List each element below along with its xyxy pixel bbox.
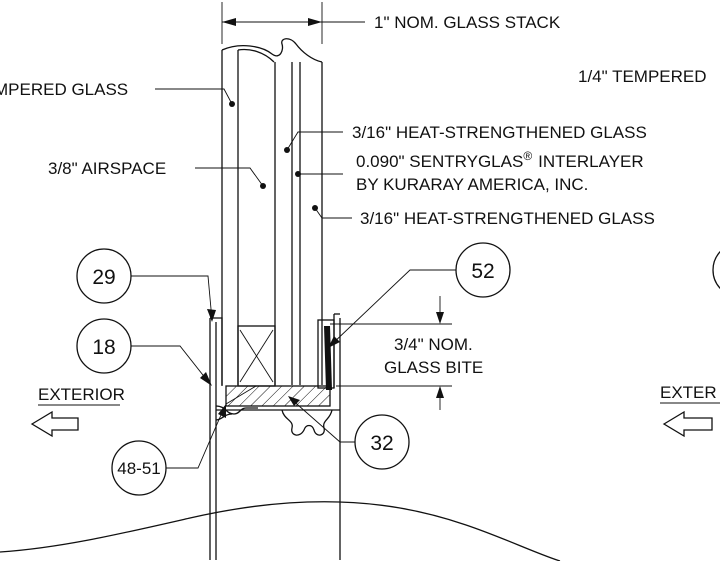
interlayer-label-line3: BY KURARAY AMERICA, INC. <box>356 175 588 194</box>
interlayer-line1: 0.090" SENTRYGLAS <box>356 152 523 171</box>
glass-stack-label: 1" NOM. GLASS STACK <box>374 13 561 32</box>
tempered-glass-right-label: 1/4" TEMPERED <box>578 67 707 86</box>
callout-29: 29 <box>76 248 216 322</box>
heat-strengthened-label-2: 3/16" HEAT-STRENGTHENED GLASS <box>360 209 655 228</box>
glass-bite-label-2: GLASS BITE <box>384 358 483 377</box>
glass-bite-dimension: 3/4" NOM. GLASS BITE <box>330 296 483 410</box>
leader-lines <box>155 88 352 219</box>
exterior-label: EXTERIOR <box>38 385 125 404</box>
glass-lites <box>221 38 323 385</box>
tempered-glass-label: MPERED GLASS <box>0 80 128 99</box>
frame-extrusion <box>209 313 341 560</box>
airspace-label: 3/8" AIRSPACE <box>48 159 166 178</box>
callout-48-51: 48-51 <box>111 385 257 496</box>
callout-29-number: 29 <box>92 266 115 289</box>
interlayer-line2: INTERLAYER <box>538 152 644 171</box>
exterior-indicator-right: EXTER <box>660 383 720 438</box>
callout-52: 52 <box>328 242 511 348</box>
interlayer-label: 0.090" SENTRYGLAS® INTERLAYER <box>356 149 644 171</box>
exterior-indicator-left: EXTERIOR <box>30 385 125 438</box>
break-line <box>0 501 561 561</box>
spacer-and-setting-block <box>225 319 335 407</box>
heat-strengthened-label-1: 3/16" HEAT-STRENGTHENED GLASS <box>352 123 647 142</box>
left-arrow-outline-icon <box>30 410 79 438</box>
glass-bite-label-1: 3/4" NOM. <box>394 335 473 354</box>
callout-18-number: 18 <box>92 336 115 359</box>
left-arrow-outline-icon-right <box>662 410 713 438</box>
glass-stack-dimension: 1" NOM. GLASS STACK <box>221 2 561 44</box>
interlayer-reg: ® <box>523 149 532 163</box>
callout-52-number: 52 <box>471 260 494 283</box>
callout-18: 18 <box>76 318 212 386</box>
callout-32-number: 32 <box>370 432 393 455</box>
partial-callout-right <box>712 250 720 290</box>
exterior-right-label: EXTER <box>660 383 717 402</box>
callout-32: 32 <box>288 396 410 470</box>
callout-48-51-number: 48-51 <box>117 459 160 478</box>
